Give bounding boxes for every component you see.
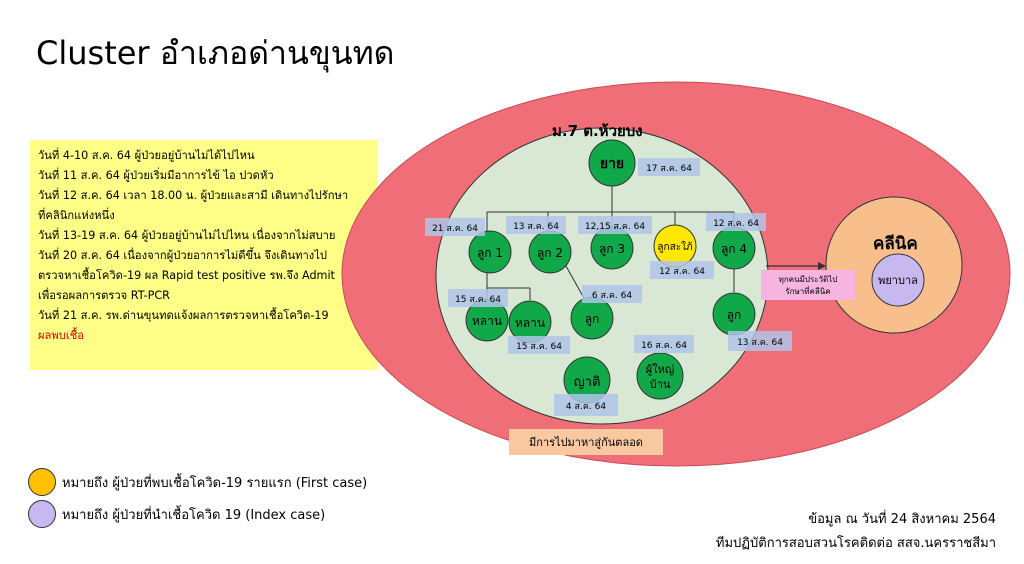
date-child1: 21 ส.ค. 64 <box>432 224 478 234</box>
page-title: Cluster อำเภอด่านขุนทด <box>36 34 395 72</box>
connectors <box>486 185 735 301</box>
date-elder: 16 ส.ค. 64 <box>641 341 687 351</box>
legend-index-case-label: หมายถึง ผู้ป่วยที่นำเชื้อโควิด 19 (Index… <box>62 507 326 523</box>
node-grandchild1-label: หลาน <box>472 314 502 328</box>
date-child-mid: 6 ส.ค. 64 <box>592 291 632 301</box>
legend-first-case: หมายถึง ผู้ป่วยที่พบเชื้อโควิด-19 รายแรก… <box>28 468 367 496</box>
clinic-note-box <box>761 270 855 300</box>
date-child2: 13 ส.ค. 64 <box>513 222 559 232</box>
date-relative: 4 ส.ค. 64 <box>566 402 606 412</box>
node-relative-label: ญาติ <box>574 375 601 390</box>
timeline-line: ที่คลินิกแห่งหนึ่ง <box>38 209 115 222</box>
node-child-mid-label: ลูก <box>585 312 600 327</box>
timeline-line: วันที่ 11 ส.ค. 64 ผู้ป่วยเริ่มมีอาการไข้… <box>38 169 274 182</box>
nurse-label: พยาบาล <box>878 274 918 287</box>
node-child1-label: ลูก 1 <box>477 246 503 261</box>
node-elder <box>636 352 684 400</box>
timeline-box: วันที่ 4-10 ส.ค. 64 ผู้ป่วยอยู่บ้านไม่ได… <box>30 140 378 370</box>
index-case-swatch <box>28 500 56 528</box>
date-child-right: 13 ส.ค. 64 <box>737 338 783 348</box>
first-case-swatch <box>28 468 56 496</box>
timeline-line: วันที่ 12 ส.ค. 64 เวลา 18.00 น. ผู้ป่วยแ… <box>38 189 349 202</box>
node-child1 <box>468 230 512 274</box>
date-grandchild2: 15 ส.ค. 64 <box>516 342 562 352</box>
date-child4: 12 ส.ค. 64 <box>713 219 759 229</box>
timeline-line: ตรวจหาเชื้อโควิด-19 ผล Rapid test positi… <box>38 269 335 282</box>
date-child3: 12,15 ส.ค. 64 <box>585 222 645 232</box>
legend-index-case: หมายถึง ผู้ป่วยที่นำเชื้อโควิด 19 (Index… <box>28 500 325 528</box>
node-grandchild2-label: หลาน <box>515 316 545 330</box>
date-grandma: 17 ส.ค. 64 <box>646 164 692 174</box>
legend-first-case-label: หมายถึง ผู้ป่วยที่พบเชื้อโควิด-19 รายแรก… <box>62 475 368 491</box>
node-grandma <box>588 139 636 187</box>
node-child4-label: ลูก 4 <box>721 242 747 257</box>
node-child2-label: ลูก 2 <box>537 246 563 261</box>
timeline-line: วันที่ 21 ส.ค. รพ.ด่านขุนทดแจ้งผลการตรวจ… <box>38 309 329 322</box>
date-daughter-in-law: 12 ส.ค. 64 <box>659 267 705 277</box>
clinic-label: คลีนิค <box>873 233 918 254</box>
node-elder-label-2: บ้าน <box>650 378 671 391</box>
timeline-line: เพื่อรอผลการตรวจ RT-PCR <box>38 289 170 302</box>
arrow-head-icon <box>818 262 826 270</box>
village-label: ม.7 ต.ห้วยบง <box>552 122 643 140</box>
timeline-line: วันที่ 20 ส.ค. 64 เนื่องจากผู้ป่วยอาการไ… <box>38 249 327 262</box>
timeline-line: วันที่ 13-19 ส.ค. 64 ผู้ป่วยอยู่บ้านไม่ไ… <box>38 229 336 242</box>
node-child3-label: ลูก 3 <box>599 242 625 257</box>
clinic-note-line1: ทุกคนมีประวัติไป <box>779 275 838 284</box>
visit-note: มีการไปมาหาสู่กันตลอด <box>529 436 643 449</box>
timeline-line: ผลพบเชื้อ <box>38 329 85 342</box>
date-grandchild1: 15 ส.ค. 64 <box>455 295 501 305</box>
clinic-note-line2: รักษาที่คลีนิค <box>785 285 830 296</box>
node-grandma-label: ยาย <box>600 156 624 172</box>
node-daughter-in-law-label: ลูกสะใภ้ <box>657 241 692 253</box>
timeline-line: วันที่ 4-10 ส.ค. 64 ผู้ป่วยอยู่บ้านไม่ได… <box>38 149 255 162</box>
node-elder-label-1: ผู้ใหญ่ <box>646 363 674 376</box>
date-labels: 17 ส.ค. 64 21 ส.ค. 64 13 ส.ค. 64 12,15 ส… <box>425 158 792 416</box>
footer-date: ข้อมูล ณ วันที่ 24 สิงหาคม 2564 <box>808 512 996 527</box>
visit-note-box <box>509 429 663 455</box>
footer-team: ทีมปฏิบัติการสอบสวนโรคติดต่อ สสจ.นครราชส… <box>715 536 996 551</box>
node-child-right-label: ลูก <box>727 308 742 323</box>
nurse-node <box>871 253 925 307</box>
